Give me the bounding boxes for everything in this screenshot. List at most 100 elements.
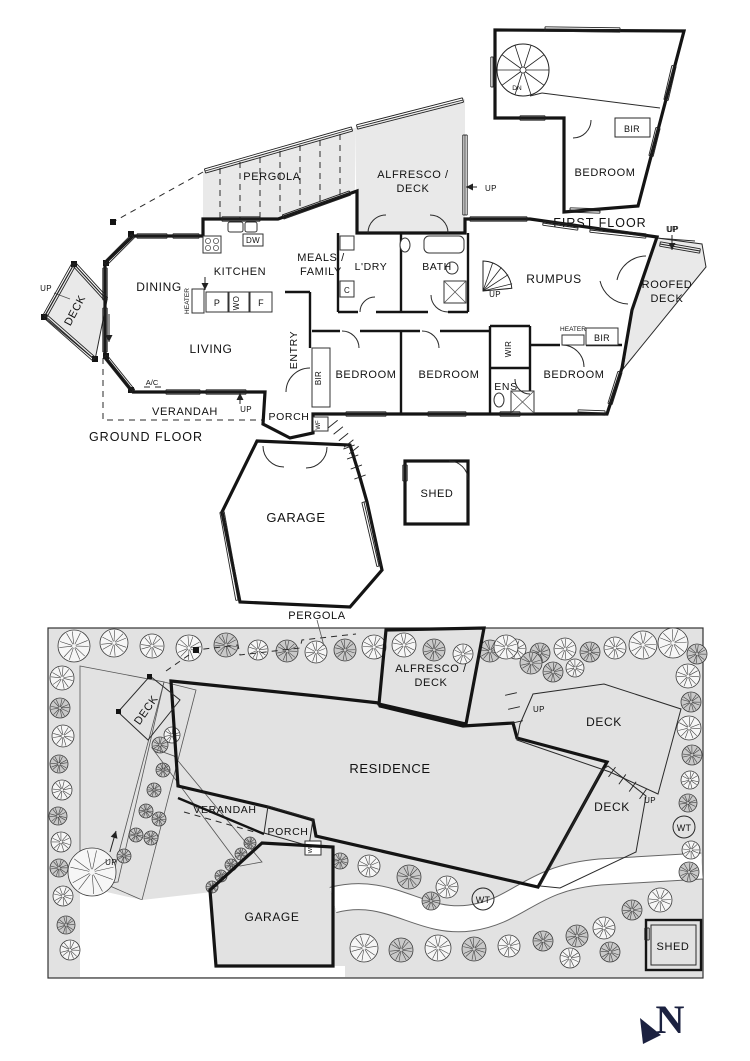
tree-icon: [421, 891, 441, 911]
direction-arrow-icon: [105, 314, 113, 342]
tree-icon: [435, 875, 459, 899]
pergola-rafters: [219, 134, 341, 219]
window-icon: [103, 234, 135, 266]
alfresco-area: [355, 99, 465, 233]
gf-pergola-label: PERGOLA: [243, 171, 300, 183]
window-icon: [102, 354, 136, 393]
tree-icon: [559, 947, 581, 969]
compass-arrow-icon: [640, 1018, 661, 1044]
sp-deck-lower-up-label: UP: [644, 796, 656, 805]
tree-icon: [213, 632, 239, 658]
ff-dn-label: DN: [512, 85, 522, 92]
window-icon: [43, 314, 96, 361]
tree-icon: [678, 793, 698, 813]
cooktop-icon: [202, 235, 222, 254]
shed-outline: [403, 459, 470, 526]
tree-icon: [592, 916, 616, 940]
gf-meals-label-1: MEALS /: [297, 252, 345, 264]
tree-icon: [678, 861, 700, 883]
gf-meals-label-2: FAMILY: [300, 266, 342, 278]
direction-arrow-icon: [668, 235, 676, 250]
sp-deck-lower-label: DECK: [594, 800, 630, 814]
tree-icon: [51, 779, 73, 801]
tree-icon: [599, 941, 621, 963]
window-icon: [569, 207, 601, 214]
tree-icon: [50, 831, 72, 853]
sp-deck-upper-label: DECK: [586, 715, 622, 729]
trees-group: [48, 627, 708, 969]
gf-garage-label: GARAGE: [266, 510, 325, 525]
gf-rumpus-up-label: UP: [489, 290, 501, 299]
arrows-group: [105, 183, 676, 853]
tree-icon: [151, 736, 169, 754]
gf-shed-label: SHED: [421, 488, 454, 500]
steps-group: [328, 419, 647, 800]
tree-icon: [155, 762, 171, 778]
window-icon: [345, 411, 387, 417]
sp-drive-up-label: UP: [105, 858, 117, 867]
gf-rumpus-label: RUMPUS: [526, 272, 582, 286]
first-floor-outline: [493, 28, 687, 214]
water-tank-mid: [471, 887, 495, 911]
direction-arrow-icon: [109, 830, 118, 853]
steps-icon: [608, 766, 647, 800]
tree-icon: [52, 885, 74, 907]
gf-dw-label: DW: [246, 236, 260, 245]
sp-wt-right-label: WT: [677, 823, 692, 833]
ens-toilet-icon: [493, 392, 505, 408]
spiral-stair-dn-icon: [496, 43, 550, 97]
gf-bedroom2-label: BEDROOM: [418, 369, 479, 381]
window-icon: [663, 65, 677, 101]
verandah-garden-bed: [150, 747, 263, 867]
gf-living-label: LIVING: [190, 342, 233, 356]
sp-shed-label: SHED: [657, 941, 690, 953]
tree-icon: [49, 665, 75, 691]
tree-icon: [99, 628, 129, 658]
gf-entry-label: ENTRY: [288, 331, 300, 369]
compass-n-label: N: [656, 997, 685, 1042]
tree-icon: [542, 661, 564, 683]
windows-group: [42, 26, 701, 941]
tree-icon: [493, 634, 519, 660]
sp-alfresco-label-1: ALFRESCO /: [395, 663, 467, 675]
sp-porch-label: PORCH: [268, 826, 309, 838]
window-icon: [499, 411, 521, 417]
tree-icon: [333, 638, 357, 662]
tree-icon: [680, 770, 700, 790]
window-icon: [281, 190, 352, 220]
gf-heater-left-label: HEATER: [184, 288, 191, 314]
site-deck-lower: [539, 765, 647, 889]
tree-icon: [681, 840, 701, 860]
first-floor-plan: DN BIR BEDROOM FIRST FLOOR UP: [493, 28, 696, 242]
tree-icon: [681, 744, 703, 766]
tree-icon: [48, 806, 68, 826]
gf-ens-label: ENS: [494, 381, 517, 393]
garage-outline: [220, 439, 384, 609]
window-icon: [172, 233, 200, 239]
gf-alfresco-label-2: DECK: [397, 183, 430, 195]
sp-wt-mid-label: WT: [476, 895, 491, 905]
tree-icon: [243, 836, 257, 850]
sp-deck-upper-up-label: UP: [533, 705, 545, 714]
direction-arrow-icon: [201, 277, 209, 290]
basin-icon: [445, 261, 459, 275]
tree-icon: [621, 899, 643, 921]
sp-wf-label: WF: [308, 844, 314, 853]
compass: N: [640, 997, 685, 1044]
tree-icon: [143, 830, 159, 846]
gf-bedroom1-label: BEDROOM: [335, 369, 396, 381]
steps-icon: [505, 692, 523, 724]
tree-icon: [139, 633, 165, 659]
tree-icon: [676, 715, 702, 741]
tree-icon: [579, 641, 601, 663]
tree-icon: [565, 658, 585, 678]
gf-verandah-label: VERANDAH: [152, 406, 218, 418]
gf-deck-up-label: UP: [40, 284, 52, 293]
window-icon: [361, 501, 382, 567]
tree-icon: [304, 640, 328, 664]
laundry-cupboard: [339, 280, 355, 298]
bir-hall-closet: [311, 347, 331, 408]
door-arcs: [262, 214, 647, 469]
tree-icon: [175, 634, 203, 662]
